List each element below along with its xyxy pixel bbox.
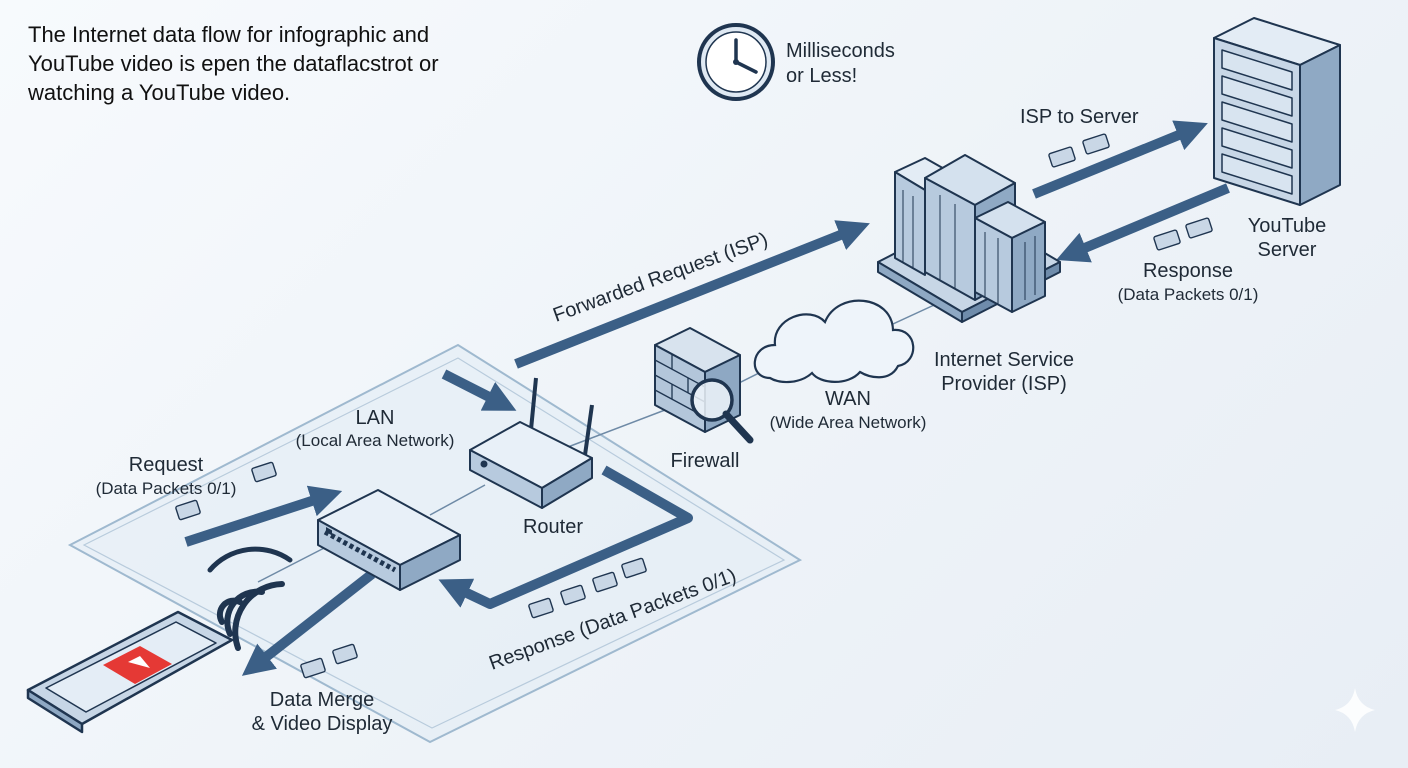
packet-icon bbox=[1048, 146, 1076, 168]
packet-icon bbox=[621, 557, 647, 579]
intro-line-2: YouTube video is epen the dataflacstrot … bbox=[28, 51, 439, 76]
data-packets bbox=[175, 133, 1213, 679]
firewall-icon bbox=[654, 327, 754, 444]
packet-icon bbox=[300, 657, 326, 679]
intro-text: The Internet data flow for infographic a… bbox=[28, 20, 498, 107]
packet-icon bbox=[592, 571, 618, 593]
sparkle-icon bbox=[1335, 688, 1375, 732]
isp-label-line-2: Provider (ISP) bbox=[941, 373, 1067, 395]
lan-label: LAN bbox=[356, 407, 395, 429]
wan-label: WAN bbox=[825, 388, 871, 410]
cloud-icon bbox=[753, 299, 915, 384]
intro-line-1: The Internet data flow for infographic a… bbox=[28, 22, 430, 47]
forwarded-request-arrow bbox=[514, 220, 870, 369]
packet-icon bbox=[251, 461, 277, 483]
intro-line-3: watching a YouTube video. bbox=[28, 80, 291, 105]
server-label-line-1: YouTube bbox=[1248, 215, 1327, 237]
isp-label-line-1: Internet Service bbox=[934, 349, 1074, 371]
packet-icon bbox=[560, 584, 586, 606]
device-label-line-1: Data Merge bbox=[270, 689, 375, 711]
switch-icon bbox=[317, 489, 461, 591]
wifi-icon bbox=[207, 546, 293, 651]
packet-icon bbox=[1153, 229, 1181, 251]
packet-icon bbox=[332, 643, 358, 665]
youtube-play-icon bbox=[103, 646, 172, 684]
wan-sublabel: (Wide Area Network) bbox=[770, 413, 927, 432]
lan-response-arrow bbox=[438, 465, 693, 609]
router-icon bbox=[469, 377, 594, 509]
clock-icon bbox=[697, 23, 775, 101]
timer-label-line-1: Milliseconds bbox=[786, 40, 895, 62]
server-rack-icon bbox=[1213, 17, 1341, 206]
packet-icon bbox=[175, 499, 201, 521]
smartphone-icon bbox=[26, 610, 234, 734]
server-label-line-2: Server bbox=[1258, 239, 1317, 261]
router-in-arrow bbox=[441, 369, 517, 411]
flow-arrows bbox=[184, 120, 1230, 676]
server-response-label: Response bbox=[1143, 260, 1233, 282]
packet-icon bbox=[1185, 217, 1213, 239]
timer-label-line-2: or Less! bbox=[786, 65, 857, 87]
packet-icon bbox=[1082, 133, 1110, 155]
packet-icon bbox=[528, 597, 554, 619]
router-label: Router bbox=[523, 516, 583, 538]
isp-to-server-label: ISP to Server bbox=[1020, 106, 1139, 128]
server-response-arrow bbox=[1056, 183, 1230, 263]
isp-building-icon bbox=[877, 154, 1061, 323]
request-sublabel: (Data Packets 0/1) bbox=[96, 479, 237, 498]
firewall-label: Firewall bbox=[671, 450, 740, 472]
request-label: Request bbox=[129, 454, 204, 476]
isp-to-server-arrow bbox=[1032, 120, 1208, 199]
magnifier-icon bbox=[690, 378, 754, 444]
request-arrow bbox=[184, 485, 343, 547]
device-label-line-2: & Video Display bbox=[252, 713, 393, 735]
lan-sublabel: (Local Area Network) bbox=[296, 431, 455, 450]
display-arrow bbox=[241, 570, 376, 676]
server-response-sublabel: (Data Packets 0/1) bbox=[1118, 285, 1259, 304]
